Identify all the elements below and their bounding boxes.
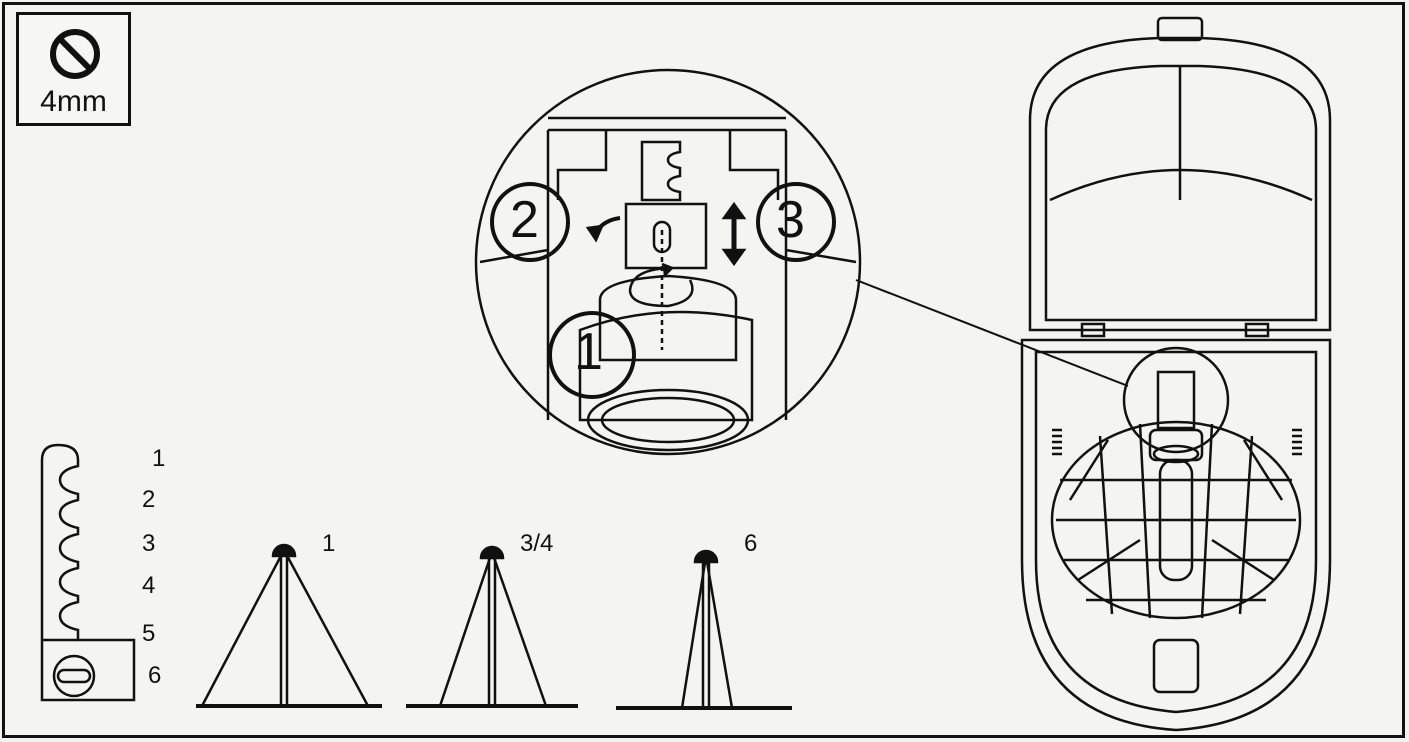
position-label: 3 [142,530,156,557]
fan-diagram-narrow [616,549,792,710]
tool-size-label: 4mm [40,85,107,118]
fan-label-wide: 1 [322,530,336,557]
fan-diagram-medium [406,545,578,708]
callout-label-1: 1 [574,323,603,381]
adjustment-screw-icon [52,654,96,698]
callout-circle-2 [490,182,570,262]
up-down-arrow-icon [721,201,747,267]
position-label: 4 [142,572,156,599]
callout-circle-3 [756,182,836,262]
sprinkler-device [1020,16,1332,732]
position-label: 1 [152,445,166,472]
position-label: 6 [148,662,162,689]
adjustment-plate-outline [40,443,136,702]
position-label: 5 [142,620,156,647]
fan-label-narrow: 6 [744,530,758,557]
fan-label-medium: 3/4 [520,530,554,557]
fan-diagram-wide [196,543,382,708]
rotate-arrow-icon [628,266,694,308]
callout-label-2: 2 [510,191,539,249]
position-label: 2 [142,486,156,513]
tool-size-box: 4mm [16,12,131,126]
callout-label-3: 3 [776,191,805,249]
hex-key-icon [50,29,100,79]
callout-circle-1 [548,311,636,399]
detail-magnifier [474,68,862,456]
